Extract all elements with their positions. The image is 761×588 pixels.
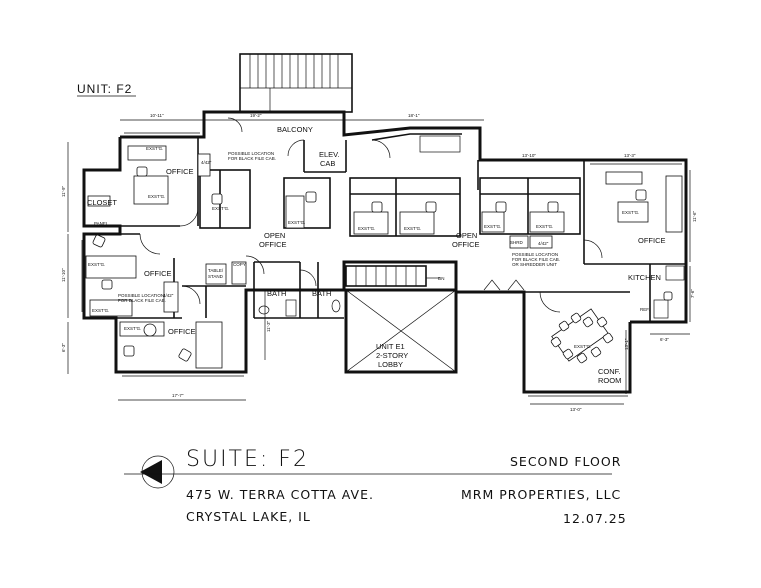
address-line-2: CRYSTAL LAKE, IL <box>186 509 311 524</box>
note-file-cab-a-1: POSSIBLE LOCATION <box>228 151 274 156</box>
note-existing: EXST'G. <box>536 224 553 229</box>
note-file-cab-a-2: FOR BLACK FILE CAB. <box>228 156 276 161</box>
note-existing: EXST'G. <box>358 226 375 231</box>
label-bath-2: BATH <box>312 289 331 298</box>
label-elev-cab-1: ELEV. <box>319 150 340 159</box>
label-kitchen: KITCHEN <box>628 273 661 282</box>
note-existing: EXST'G. <box>92 308 109 313</box>
note-file-cab-c-3: OR SHREDDER UNIT <box>512 262 557 267</box>
label-dn: DN <box>438 276 445 281</box>
note-existing: EXST'G. <box>148 194 165 199</box>
dim-kitchen-depth: 7'-6" <box>690 289 695 298</box>
doors <box>139 117 603 313</box>
label-open-office-left-2: OFFICE <box>259 240 287 249</box>
note-existing: EXST'G. <box>212 206 229 211</box>
dim-conf-depth: 13'-1" <box>624 338 629 350</box>
suite-title: SUITE: F2 <box>186 447 309 472</box>
dimensions: 10'-11" 19'-2" 18'-1" 13'-10" 13'-3" 11'… <box>61 113 697 412</box>
note-file-cab-b-1: POSSIBLE LOCATION <box>118 293 164 298</box>
label-ref: REF. <box>640 307 650 312</box>
room-labels: BALCONY OFFICE CLOSET PANEL ELEV. CAB OP… <box>87 125 666 385</box>
dim-office-width: 10'-11" <box>150 113 164 118</box>
note-existing: EXST'G. <box>622 210 639 215</box>
note-existing: EXST'G. <box>124 326 141 331</box>
dim-office-right-width: 13'-3" <box>624 153 636 158</box>
label-elev-cab-2: CAB <box>320 159 335 168</box>
dim-open-office-right-width: 13'-10" <box>522 153 536 158</box>
chairs <box>92 166 673 364</box>
label-office-mid-left: OFFICE <box>144 269 172 278</box>
label-open-office-right-1: OPEN <box>456 231 477 240</box>
title-block: SUITE: F2 SECOND FLOOR 475 W. TERRA COTT… <box>124 447 627 526</box>
note-existing: EXST'G. <box>484 224 501 229</box>
floor-label: SECOND FLOOR <box>510 454 621 469</box>
label-open-office-left-1: OPEN <box>264 231 285 240</box>
label-lobby-2: 2-STORY <box>376 351 408 360</box>
fixtures <box>258 265 685 319</box>
label-lobby-3: LOBBY <box>378 360 403 369</box>
address-line-1: 475 W. TERRA COTTA AVE. <box>186 487 374 502</box>
unit-label: UNIT: F2 <box>77 82 132 96</box>
note-existing: EXST'G. <box>404 226 421 231</box>
label-balcony: BALCONY <box>277 125 313 134</box>
note-existing: EXST'G. <box>574 344 591 349</box>
note-existing: EXST'G. <box>288 220 305 225</box>
note-file-cab-c-1: POSSIBLE LOCATION <box>512 252 558 257</box>
dim-office-lower-depth: 11'-3" <box>266 320 271 332</box>
label-lobby-1: UNIT E1 <box>376 342 405 351</box>
label-open-office-right-2: OFFICE <box>452 240 480 249</box>
dim-left-upper: 11'-9" <box>61 185 66 197</box>
plan-date: 12.07.25 <box>563 511 627 526</box>
north-arrow-icon <box>140 460 162 484</box>
label-shred: SHRD <box>510 240 524 245</box>
label-conf-1: CONF. <box>598 367 621 376</box>
label-bath-1: BATH <box>267 289 286 298</box>
label-panel: PANEL <box>94 221 109 226</box>
dim-balcony-width: 19'-2" <box>250 113 262 118</box>
label-copy: COPY <box>233 262 246 267</box>
company-name: MRM PROPERTIES, LLC <box>461 487 621 502</box>
note-file-cab-b-2: FOR BLACK FILE CAB. <box>118 298 166 303</box>
note-existing: EXST'G. <box>88 262 105 267</box>
note-lateral: 4/42" <box>201 160 212 165</box>
dim-bottom-left: 17'-7" <box>172 393 184 398</box>
notes: POSSIBLE LOCATION FOR BLACK FILE CAB. PO… <box>88 146 639 349</box>
dim-open-office-width: 18'-1" <box>408 113 420 118</box>
dim-kitchen-width: 6'-3" <box>660 337 669 342</box>
label-table-stand-1: TABLE/ <box>208 268 224 273</box>
label-conf-2: ROOM <box>598 376 621 385</box>
dim-left-lower: 6'-3" <box>61 343 66 352</box>
note-file-cab-c-2: FOR BLACK FILE CAB. <box>512 257 560 262</box>
windows <box>81 132 682 397</box>
interior-stair <box>344 265 458 374</box>
note-existing: EXST'G. <box>146 146 163 151</box>
note-lateral: 4/42" <box>163 293 174 298</box>
label-office-top-left: OFFICE <box>166 167 194 176</box>
exterior-stair <box>239 53 353 113</box>
label-table-stand-2: STAND <box>208 274 224 279</box>
dim-conf-width: 13'-0" <box>570 407 582 412</box>
label-office-bottom-left: OFFICE <box>168 327 196 336</box>
workstations <box>199 169 581 237</box>
dim-left-middle: 11'-10" <box>61 268 66 282</box>
label-office-right: OFFICE <box>638 236 666 245</box>
note-lateral: 4/42" <box>538 241 549 246</box>
label-closet: CLOSET <box>87 198 117 207</box>
dim-right-office-depth: 11'-6" <box>692 210 697 222</box>
